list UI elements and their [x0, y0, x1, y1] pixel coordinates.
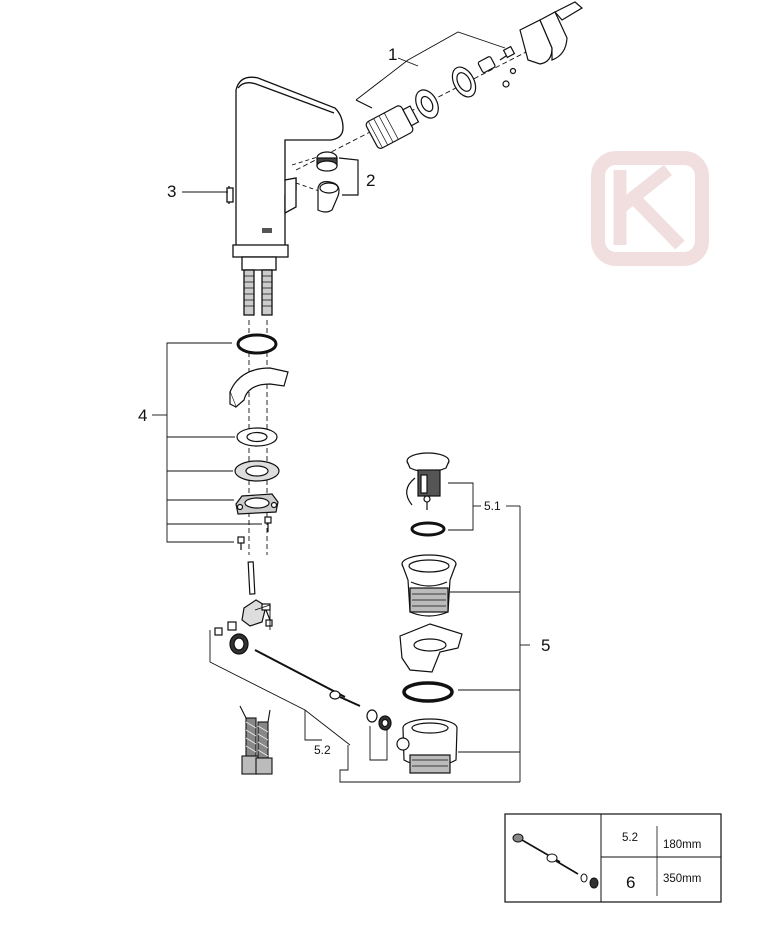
table-code-1: 5.2 [622, 832, 638, 844]
faucet-body [226, 76, 344, 316]
table-length-2: 350mm [663, 873, 701, 885]
callout-5: 5 [541, 636, 550, 655]
popup-rod-assembly [209, 561, 520, 783]
callout-5-2: 5.2 [314, 743, 331, 757]
callout-3: 3 [167, 182, 176, 201]
callout-4: 4 [138, 406, 147, 425]
callout-2: 2 [366, 171, 375, 190]
rod-length-table: 5.2 180mm 6 350mm [504, 813, 722, 903]
callout-5-1: 5.1 [484, 499, 501, 513]
table-length-1: 180mm [663, 839, 701, 851]
brand-k-logo-icon [591, 151, 709, 266]
callout-1: 1 [388, 45, 397, 64]
popup-waste-assembly [396, 452, 530, 782]
supply-hoses [239, 705, 273, 775]
aerator-assembly [291, 151, 359, 213]
mounting-set [166, 320, 289, 555]
cartridge-assembly [295, 1, 584, 171]
table-code-2: 6 [626, 873, 635, 892]
rod-thumbnail-icon [512, 833, 599, 889]
